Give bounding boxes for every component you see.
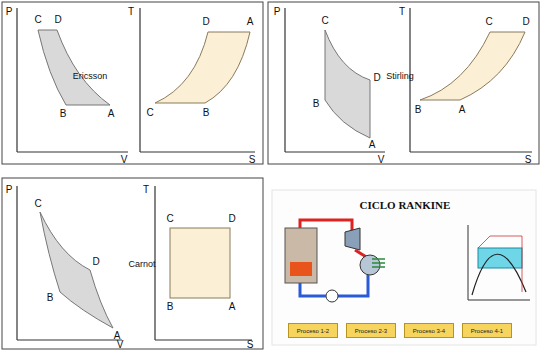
point-label: B	[313, 99, 320, 109]
point-label: B	[167, 302, 174, 312]
point-label: A	[369, 140, 376, 150]
axis-label: T	[399, 7, 405, 17]
process-button: Proceso 4-1	[462, 323, 512, 338]
cycle-name: Stirling	[386, 72, 414, 81]
axis-label: P	[6, 7, 13, 17]
point-label: C	[485, 17, 492, 27]
point-label: D	[202, 17, 209, 27]
point-label: C	[146, 108, 153, 118]
button-text: Proceso 3-4	[413, 328, 445, 334]
point-label: D	[228, 214, 235, 224]
axis-label: S	[525, 155, 532, 165]
point-label: D	[522, 17, 529, 27]
panel-title: CICLO RANKINE	[360, 200, 451, 211]
point-label: A	[459, 105, 466, 115]
point-label: A	[108, 109, 115, 119]
point-label: D	[92, 257, 99, 267]
button-text: Proceso 1-2	[297, 328, 329, 334]
button-text: Proceso 2-3	[355, 328, 387, 334]
point-label: C	[34, 199, 41, 209]
point-label: C	[321, 16, 328, 26]
cycle-name: Carnot	[128, 260, 155, 269]
axis-label: P	[274, 7, 281, 17]
axis-label: V	[121, 155, 128, 165]
axis-label: T	[143, 185, 149, 195]
axis-label: V	[117, 340, 124, 350]
cycle-name: Ericsson	[73, 72, 108, 81]
point-label: B	[47, 293, 54, 303]
point-label: D	[373, 73, 380, 83]
point-label: C	[166, 214, 173, 224]
axis-label: S	[247, 340, 254, 350]
point-label: A	[247, 17, 254, 27]
point-label: B	[203, 108, 210, 118]
point-label: A	[229, 302, 236, 312]
axis-label: T	[128, 7, 134, 17]
axis-label: S	[249, 155, 256, 165]
axis-label: V	[378, 155, 385, 165]
process-button: Proceso 1-2	[288, 323, 338, 338]
process-button: Proceso 3-4	[404, 323, 454, 338]
process-button: Proceso 2-3	[346, 323, 396, 338]
point-label: D	[54, 15, 61, 25]
point-label: C	[34, 15, 41, 25]
button-text: Proceso 4-1	[471, 328, 503, 334]
point-label: B	[415, 105, 422, 115]
point-label: B	[60, 109, 67, 119]
axis-label: P	[6, 185, 13, 195]
